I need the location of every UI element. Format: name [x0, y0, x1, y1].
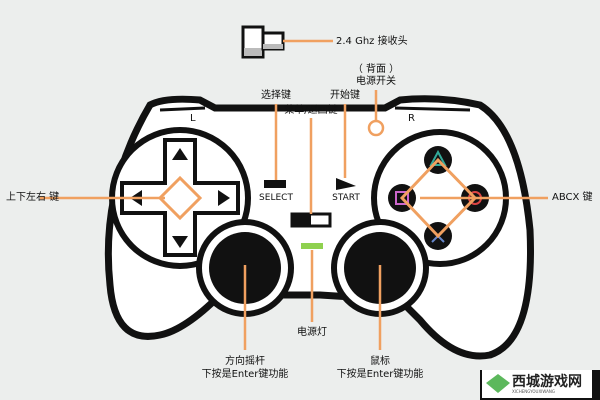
select-button — [264, 180, 286, 188]
usb-receiver-icon — [241, 25, 285, 59]
select-key-label: 选择键 — [261, 90, 291, 101]
abcx-key-label: ABCX 键 — [552, 192, 593, 203]
dpad-key-label: 上下左右 键 — [6, 192, 60, 203]
l-button-label: L — [190, 113, 196, 124]
power-light-label: 电源灯 — [297, 327, 327, 338]
watermark: 西城游戏网 XICHENGYOUXIWANG — [482, 370, 592, 398]
left-stick-label-1: 方向摇杆 — [225, 356, 265, 367]
select-text: SELECT — [259, 193, 293, 203]
r-button-label: R — [408, 113, 415, 124]
menu-back-key-label: 菜单/返回键 — [284, 105, 338, 116]
power-led — [301, 243, 323, 249]
power-switch-note: （ 背面 ） — [352, 64, 400, 75]
start-key-label: 开始键 — [330, 90, 360, 101]
start-text: START — [332, 193, 360, 203]
start-button — [336, 178, 356, 190]
receiver-label: 2.4 Ghz 接收头 — [336, 36, 408, 47]
left-stick-label-2: 下按是Enter键功能 — [201, 369, 289, 380]
watermark-logo-icon — [486, 374, 510, 393]
watermark-name: 西城游戏网 — [512, 374, 582, 390]
watermark-sub: XICHENGYOUXIWANG — [512, 389, 555, 394]
dpad-icon — [120, 138, 240, 257]
right-stick-label-2: 下按是Enter键功能 — [336, 369, 424, 380]
power-switch-label: 电源开关 — [356, 76, 396, 87]
right-stick-label-1: 鼠标 — [370, 356, 390, 367]
